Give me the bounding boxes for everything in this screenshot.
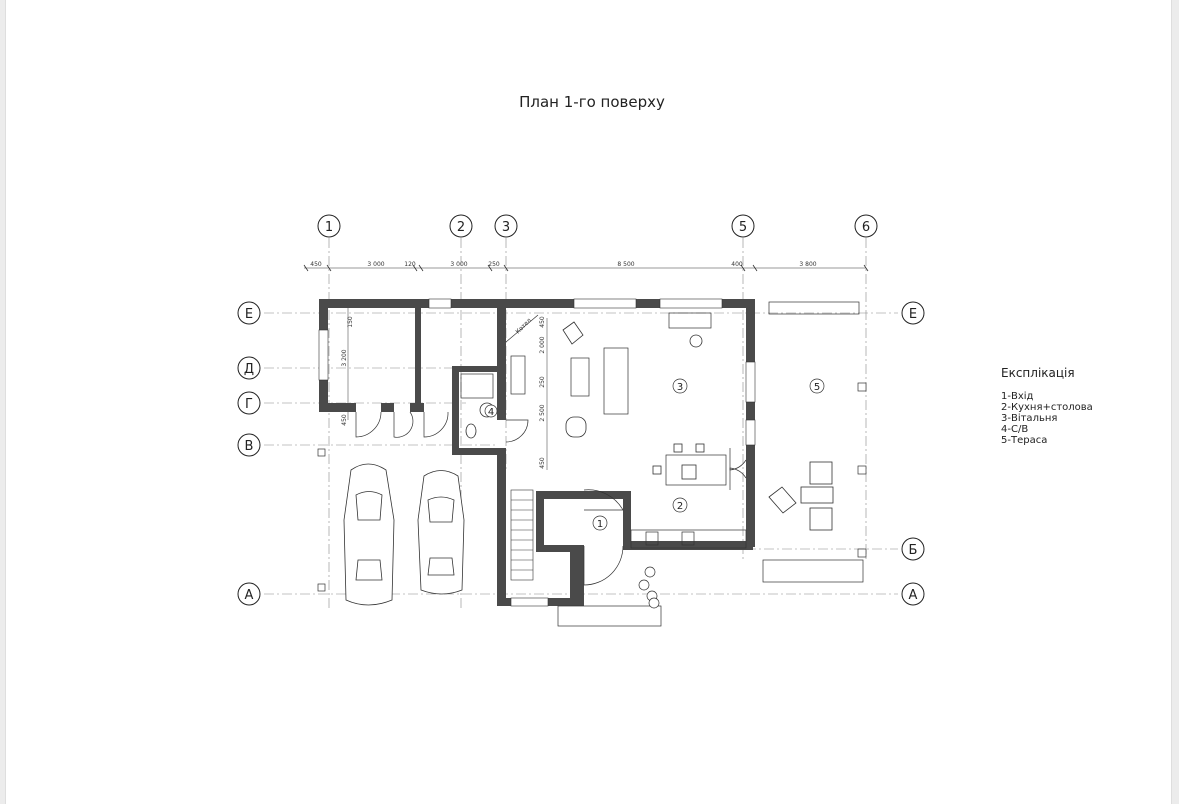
legend-item: 1-Вхід <box>1001 390 1034 402</box>
columns <box>317 382 867 592</box>
dim-450: 450 <box>310 261 322 268</box>
drawing-sheet: План 1-го поверху 1 2 3 5 6 Е <box>6 0 1171 804</box>
svg-text:1: 1 <box>597 519 603 530</box>
svg-text:Г: Г <box>245 397 253 412</box>
svg-text:450: 450 <box>341 414 348 426</box>
axis-bubble-E-left: Е <box>237 301 261 325</box>
axis-bubble-E-right: Е <box>901 301 925 325</box>
axis-bubble-1: 1 <box>317 214 341 238</box>
axis-bubble-B-right: Б <box>901 537 925 561</box>
floor-plan: План 1-го поверху 1 2 3 5 6 Е <box>237 93 1093 627</box>
axis-bubble-D-left: Д <box>237 356 261 380</box>
plan-title: План 1-го поверху <box>519 93 665 111</box>
svg-text:Е: Е <box>245 307 253 322</box>
axis-bubble-3: 3 <box>494 214 518 238</box>
interior-lines <box>460 301 864 627</box>
legend-title: Експлікація <box>1001 366 1075 380</box>
dim-3000-b: 3 000 <box>450 261 467 268</box>
dim-250: 250 <box>488 261 500 268</box>
axis-bubble-6: 6 <box>854 214 878 238</box>
svg-text:4: 4 <box>488 407 494 418</box>
svg-text:150: 150 <box>347 316 354 328</box>
dim-120: 120 <box>404 261 416 268</box>
svg-text:2: 2 <box>677 501 683 512</box>
svg-text:450: 450 <box>539 316 546 328</box>
svg-text:5: 5 <box>739 220 747 235</box>
doors <box>355 411 747 586</box>
svg-text:250: 250 <box>539 376 546 388</box>
svg-text:Д: Д <box>244 362 254 377</box>
axis-bubble-5: 5 <box>731 214 755 238</box>
stairs <box>510 489 534 581</box>
axis-bubble-A-left: А <box>237 582 261 606</box>
legend: Експлікація 1-Вхід 2-Кухня+столова 3-Віт… <box>1001 366 1093 446</box>
axis-bubble-G-left: Г <box>237 391 261 415</box>
legend-item: 4-С/В <box>1001 424 1028 435</box>
legend-item: 3-Вітальня <box>1001 412 1057 424</box>
dim-400: 400 <box>731 261 743 268</box>
dim-3000-a: 3 000 <box>367 261 384 268</box>
boiler-label: Котел <box>514 317 532 335</box>
car-right <box>417 470 465 595</box>
inner-dimensions: 150 3 200 450 2 000 450 250 2 500 450 <box>341 305 548 470</box>
room-1: 1 <box>592 515 608 531</box>
axis-bubble-A-right: А <box>901 582 925 606</box>
svg-text:450: 450 <box>539 457 546 469</box>
room-4: 4 <box>484 404 498 418</box>
svg-text:5: 5 <box>814 382 820 393</box>
room-5: 5 <box>809 378 825 394</box>
svg-text:3 200: 3 200 <box>341 349 348 366</box>
dim-8500: 8 500 <box>617 261 634 268</box>
svg-text:1: 1 <box>325 220 333 235</box>
svg-text:2 000: 2 000 <box>539 336 546 353</box>
room-3: 3 <box>672 378 688 394</box>
plants <box>638 566 660 609</box>
svg-text:6: 6 <box>862 220 870 235</box>
legend-item: 2-Кухня+столова <box>1001 402 1093 413</box>
top-dimension-chain: 450 3 000 120 3 000 250 8 500 400 3 800 <box>303 261 869 272</box>
svg-text:2 500: 2 500 <box>539 404 546 421</box>
svg-text:В: В <box>245 439 254 454</box>
axis-bubble-V-left: В <box>237 433 261 457</box>
dim-3800: 3 800 <box>799 261 816 268</box>
svg-text:2: 2 <box>457 220 465 235</box>
legend-item: 5-Тераса <box>1001 435 1047 446</box>
svg-text:Б: Б <box>909 543 918 558</box>
svg-text:3: 3 <box>502 220 510 235</box>
svg-text:А: А <box>245 588 254 603</box>
axis-bubble-2: 2 <box>449 214 473 238</box>
svg-text:Е: Е <box>909 307 917 322</box>
svg-text:3: 3 <box>677 382 683 393</box>
svg-text:А: А <box>909 588 918 603</box>
car-left <box>343 463 395 606</box>
room-2: 2 <box>672 497 688 513</box>
furniture <box>465 321 834 531</box>
windows <box>318 298 756 607</box>
